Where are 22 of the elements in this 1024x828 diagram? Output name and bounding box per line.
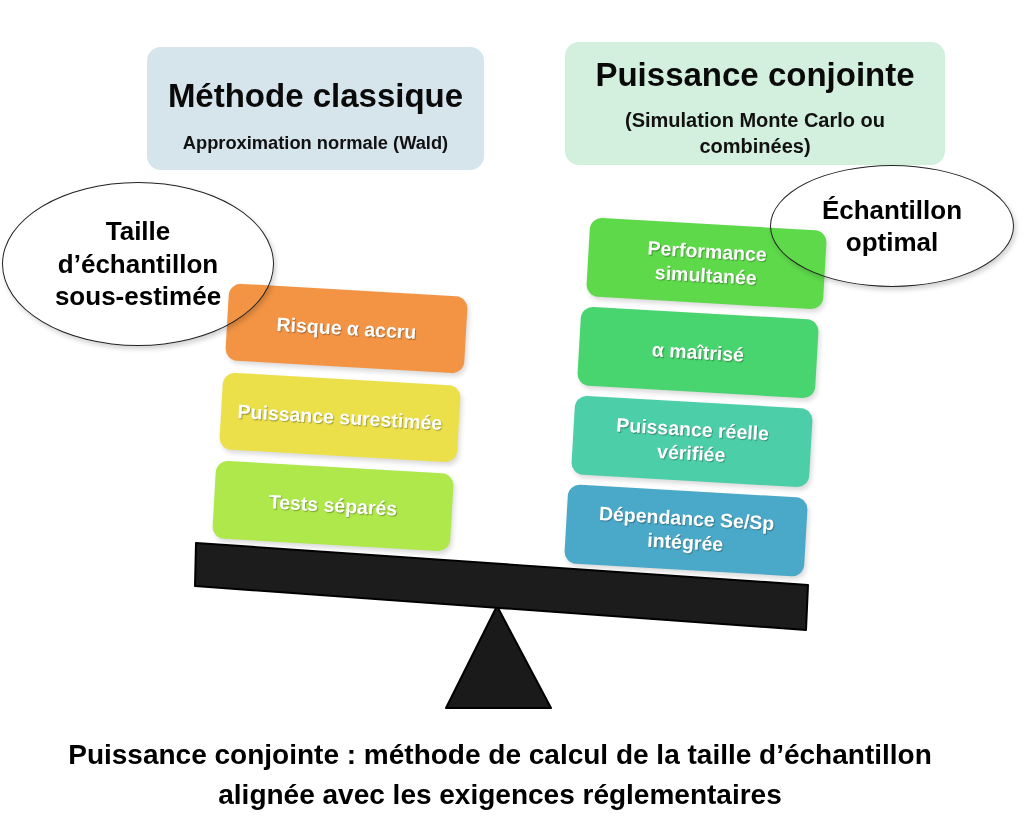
callout-text: Taille d’échantillon sous-estimée (53, 215, 223, 313)
label-block (224, 282, 468, 374)
panel-subtitle: (Simulation Monte Carlo ou combinées) (624, 107, 886, 159)
block-label: Puissance surestimée (237, 399, 443, 435)
block-label: Puissance réelle vérifiée (614, 412, 771, 467)
callout-text: Échantillon optimal (820, 193, 964, 259)
caption: Puissance conjointe : méthode de calcul de la taille d’échantillon alignée avec les exigences réglementaires (67, 738, 933, 812)
header-panel (565, 42, 945, 165)
label-block (570, 394, 814, 488)
label-block (211, 460, 455, 552)
panel-title: Méthode classique (167, 76, 464, 115)
label-block (563, 483, 809, 577)
panel-subtitle: Approximation normale (Wald) (182, 130, 449, 155)
block-label: α maîtrisé (651, 337, 745, 367)
block-label: Dépendance Se/Sp intégrée (597, 501, 776, 557)
panel-title: Puissance conjointe (595, 56, 915, 94)
block-label: Risque α accru (275, 312, 417, 344)
label-block (576, 305, 820, 399)
header-panel (147, 47, 484, 170)
label-block (219, 371, 461, 463)
block-label: Tests séparés (268, 490, 398, 522)
block-label: Performance simultanée (645, 235, 768, 290)
